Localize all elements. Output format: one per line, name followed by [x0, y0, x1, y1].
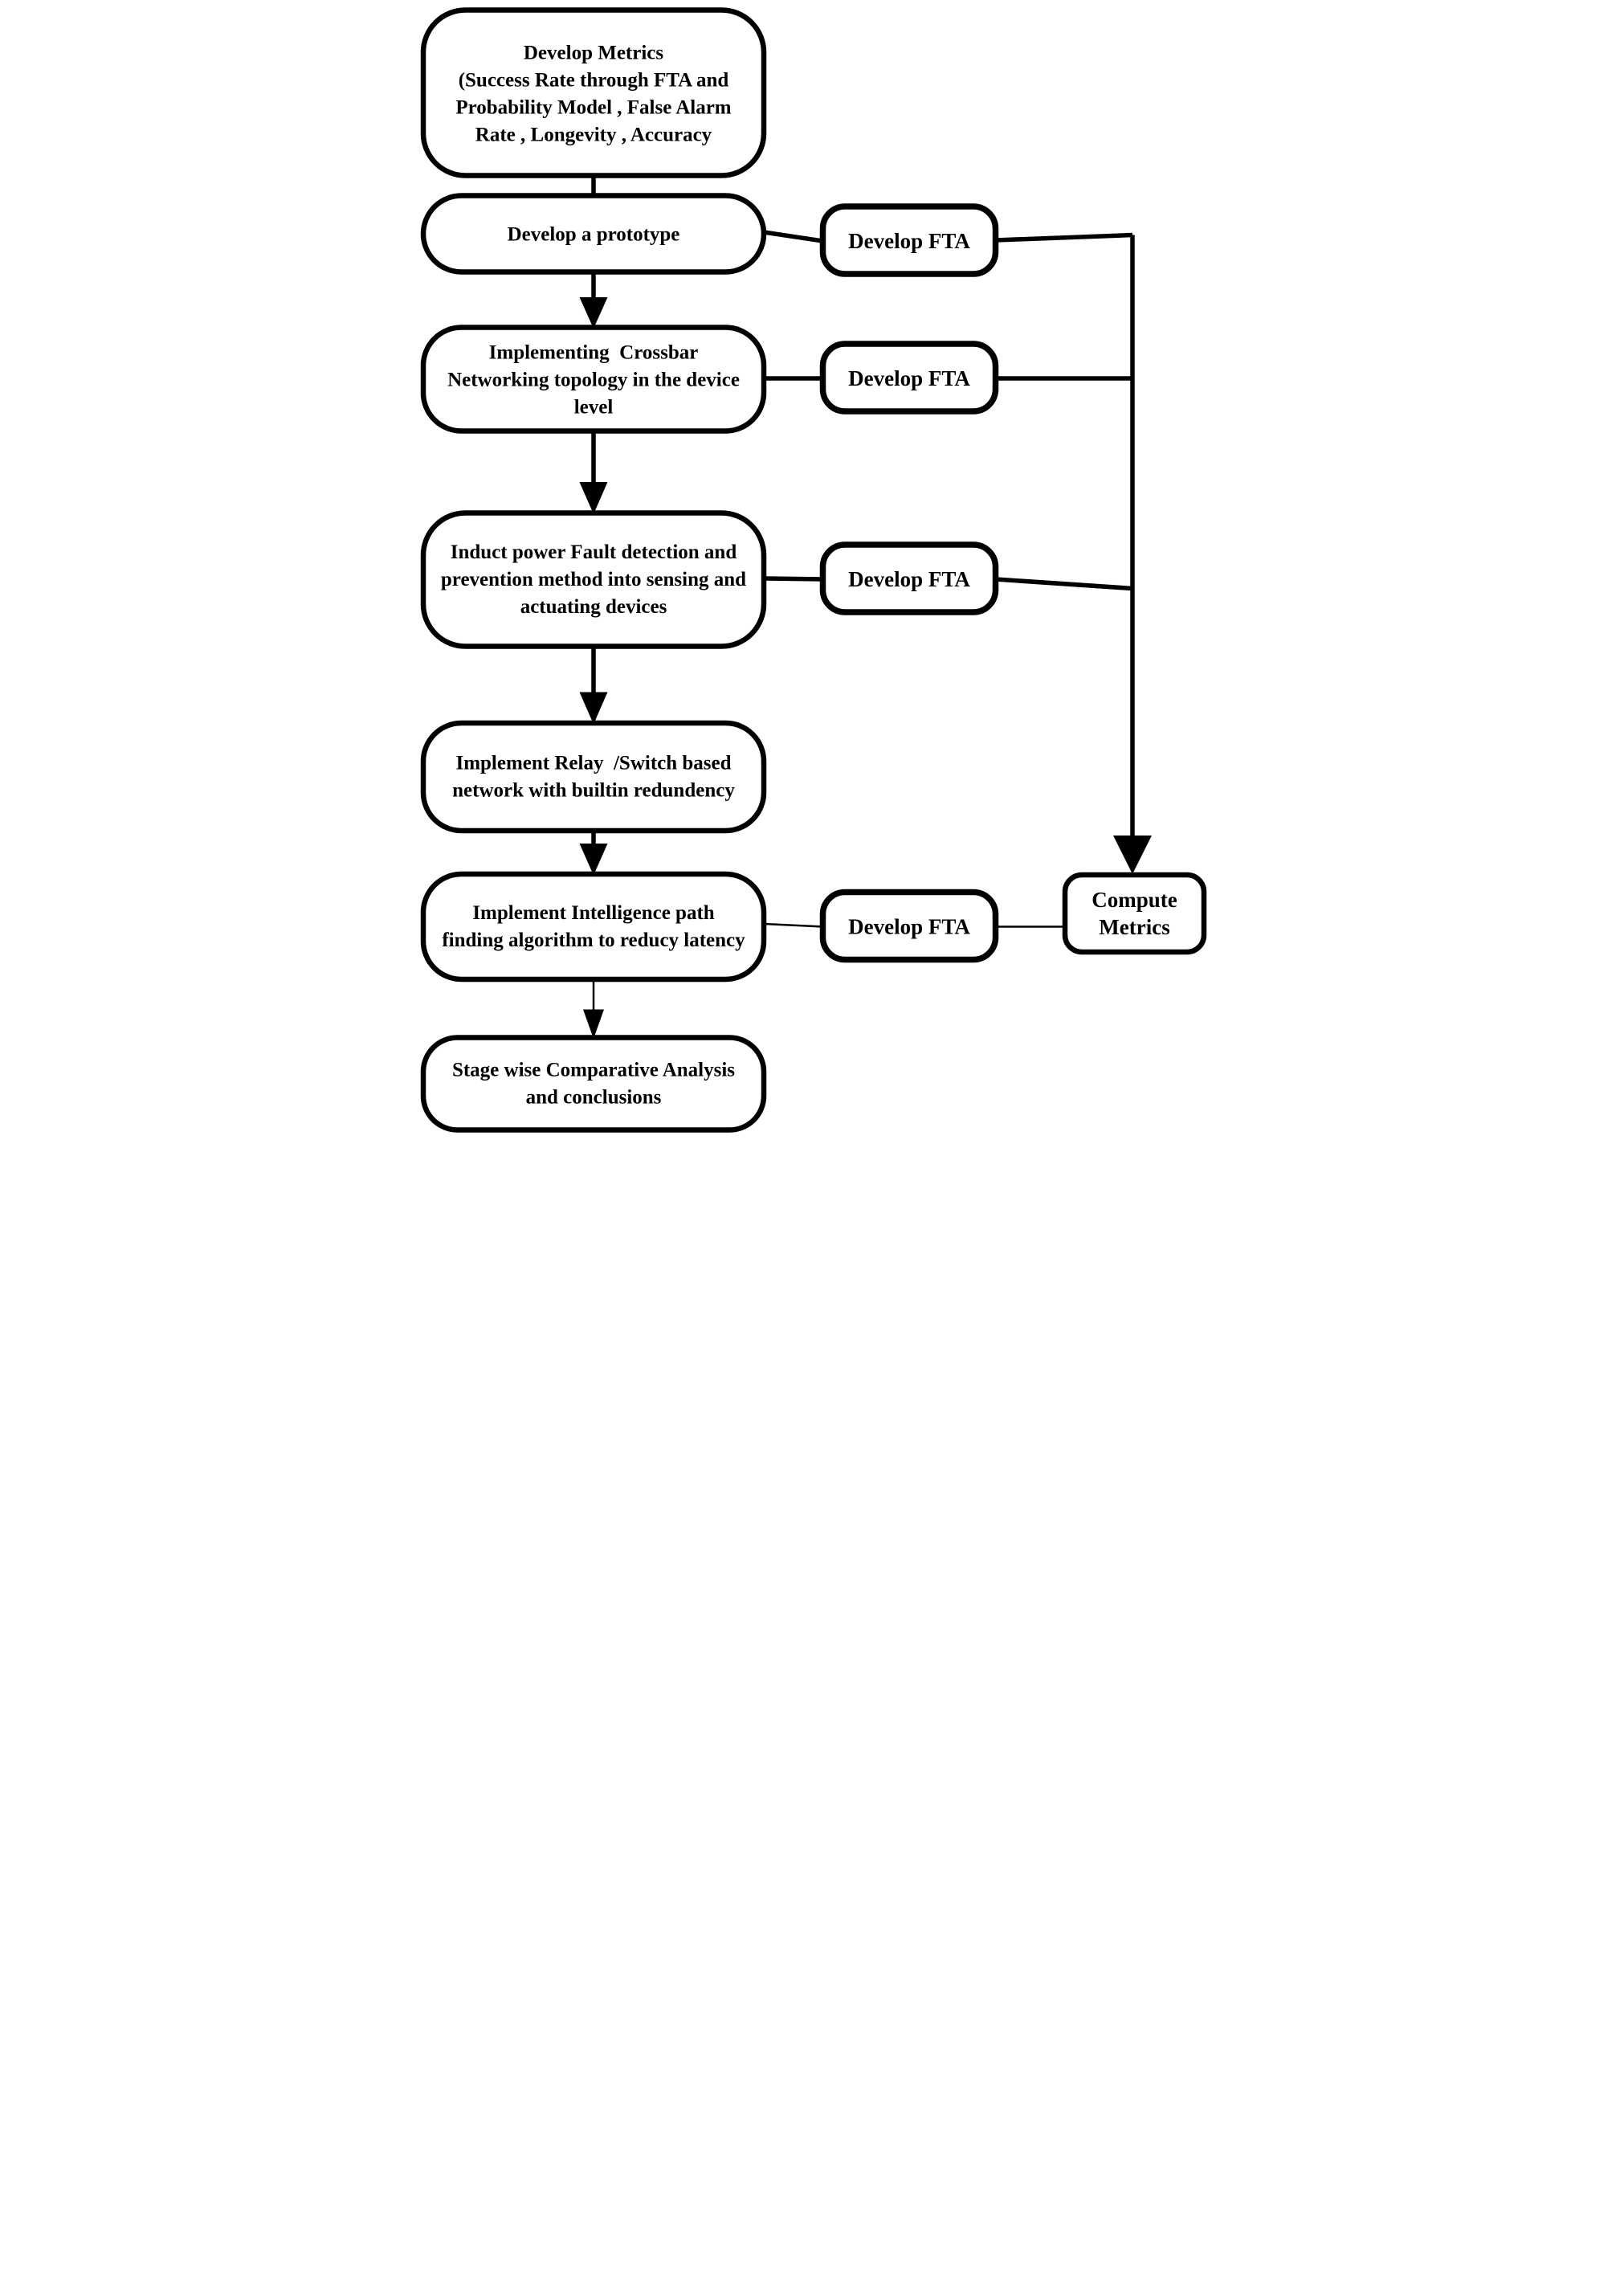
develop-prototype-label: Develop a prototype	[507, 224, 679, 246]
connector-prototype-to-fta1	[763, 230, 823, 243]
fta-4-label: Develop FTA	[848, 915, 970, 939]
fta-2-box	[819, 341, 998, 415]
node-power-fault: Induct power Fault detection and prevent…	[420, 510, 766, 649]
crossbar-topology-label-line1: Implementing Crossbar	[488, 342, 698, 364]
down-arrowhead-icon	[579, 297, 607, 329]
node-fta-2: Develop FTA	[819, 341, 998, 415]
compute-metrics-box	[1062, 872, 1206, 955]
fta-3-label: Develop FTA	[848, 567, 970, 591]
down-arrowhead-icon	[1112, 836, 1152, 874]
down-arrowhead-icon	[582, 1009, 604, 1039]
relay-switch-label-line2: network with builtin redundency	[452, 780, 735, 802]
develop-metrics-box	[420, 7, 766, 178]
fta-1-label: Develop FTA	[848, 229, 970, 253]
connector-relay-to-intelligence	[579, 831, 607, 876]
relay-switch-box	[420, 720, 766, 834]
node-develop-metrics: Develop Metrics (Success Rate through FT…	[420, 7, 766, 178]
connector-powerfault-to-relay	[579, 646, 607, 725]
fta-1-box	[819, 203, 998, 277]
connector-powerfault-to-fta3	[763, 576, 823, 582]
intelligence-path-label-line1: Implement Intelligence path	[472, 902, 714, 924]
develop-metrics-label-line4: Rate , Longevity , Accuracy	[475, 125, 712, 146]
node-fta-3: Develop FTA	[819, 541, 998, 615]
node-relay-switch: Implement Relay /Switch based network wi…	[420, 720, 766, 834]
power-fault-label-line3: actuating devices	[520, 596, 667, 618]
crossbar-topology-label-line3: level	[573, 397, 613, 419]
connector-intelligence-to-fta4	[763, 922, 823, 928]
node-stage-wise: Stage wise Comparative Analysis and conc…	[420, 1035, 766, 1133]
down-arrowhead-icon	[579, 482, 607, 514]
crossbar-topology-box	[420, 325, 766, 434]
node-fta-1: Develop FTA	[819, 203, 998, 277]
flowchart-canvas: Develop Metrics (Success Rate through FT…	[420, 7, 1206, 1133]
develop-metrics-label-line3: Probability Model , False Alarm	[455, 97, 731, 119]
stage-wise-label-line1: Stage wise Comparative Analysis	[451, 1060, 734, 1081]
fta-4-box	[819, 889, 998, 963]
intelligence-path-label-line2: finding algorithm to reducy latency	[442, 930, 745, 951]
down-arrowhead-icon	[579, 692, 607, 725]
node-develop-prototype: Develop a prototype	[420, 193, 766, 275]
fta-3-box	[819, 541, 998, 615]
collector-to-computemetrics	[1112, 235, 1152, 874]
develop-metrics-label-line2: (Success Rate through FTA and	[458, 70, 728, 92]
connector-fta3-to-collector	[994, 577, 1132, 591]
power-fault-label-line1: Induct power Fault detection and	[450, 541, 737, 563]
compute-metrics-label-line1: Compute	[1092, 888, 1177, 912]
stage-wise-label-line2: and conclusions	[525, 1087, 661, 1109]
crossbar-topology-label-line2: Networking topology in the device	[447, 370, 740, 391]
fta-2-label: Develop FTA	[848, 366, 970, 390]
compute-metrics-label-line2: Metrics	[1099, 915, 1169, 939]
power-fault-box	[420, 510, 766, 649]
connector-intelligence-to-stagewise	[582, 979, 604, 1039]
intelligence-path-box	[420, 871, 766, 983]
develop-metrics-label-line1: Develop Metrics	[523, 43, 663, 64]
stage-wise-box	[420, 1035, 766, 1133]
relay-switch-label-line1: Implement Relay /Switch based	[455, 753, 731, 774]
node-compute-metrics: Compute Metrics	[1062, 872, 1206, 955]
node-fta-4: Develop FTA	[819, 889, 998, 963]
flowchart-page: Develop Metrics (Success Rate through FT…	[406, 0, 1218, 1144]
connector-prototype-to-crossbar	[579, 272, 607, 329]
connector-crossbar-to-powerfault	[579, 431, 607, 514]
connector-fta1-to-collector	[994, 232, 1132, 243]
power-fault-label-line2: prevention method into sensing and	[440, 569, 745, 590]
node-crossbar-topology: Implementing Crossbar Networking topolog…	[420, 325, 766, 434]
develop-prototype-box	[420, 193, 766, 275]
down-arrowhead-icon	[579, 844, 607, 876]
node-intelligence-path: Implement Intelligence path finding algo…	[420, 871, 766, 983]
